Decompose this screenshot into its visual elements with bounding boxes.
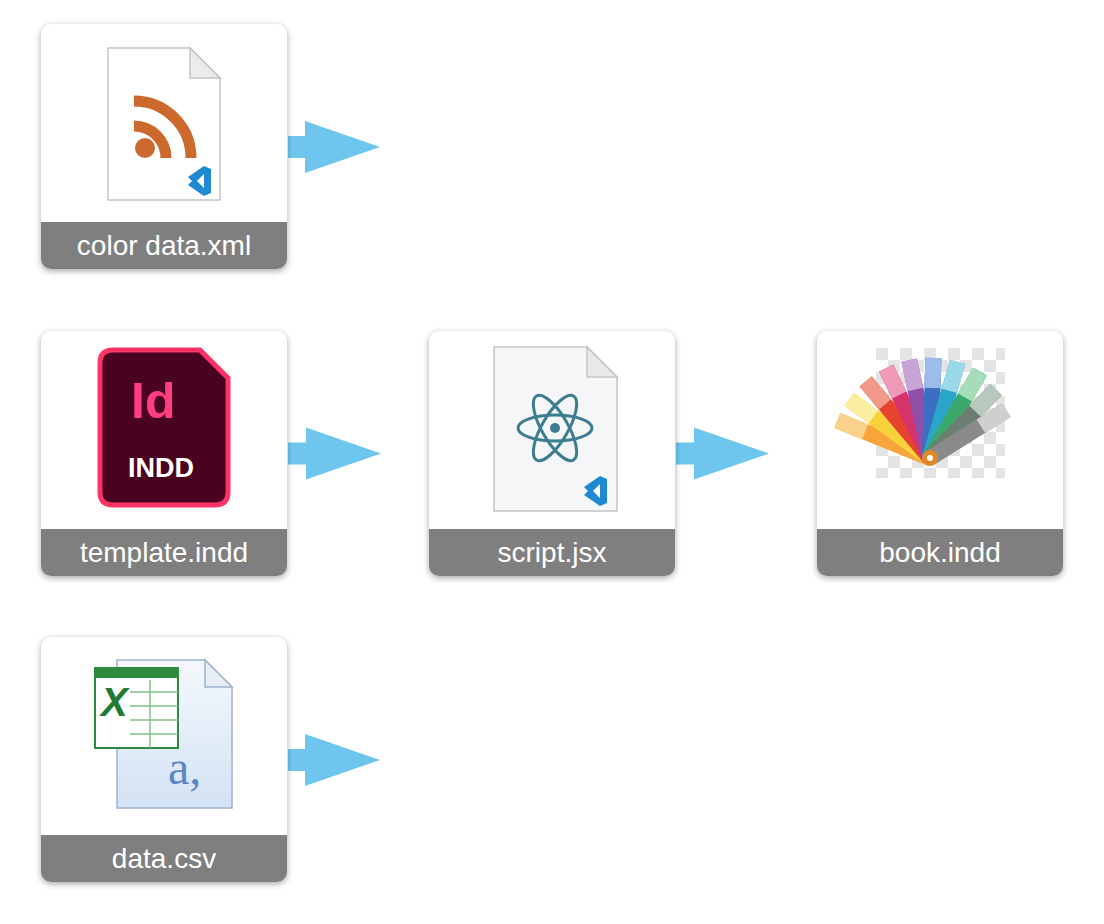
- file-name: script.jsx: [429, 529, 675, 576]
- input-arrow: [288, 734, 380, 786]
- file-card: script.jsx: [429, 331, 675, 576]
- file-name: book.indd: [817, 529, 1063, 576]
- file-card: color data.xml: [41, 24, 287, 269]
- input-arrow: [288, 121, 380, 173]
- file-card: book.indd: [817, 331, 1063, 576]
- file-card: template.indd: [41, 331, 287, 576]
- file-name: data.csv: [41, 835, 287, 882]
- file-name: template.indd: [41, 529, 287, 576]
- file-card: data.csv: [41, 637, 287, 882]
- file-name: color data.xml: [41, 222, 287, 269]
- flow-arrow: [288, 428, 381, 480]
- flow-arrow: [676, 428, 769, 480]
